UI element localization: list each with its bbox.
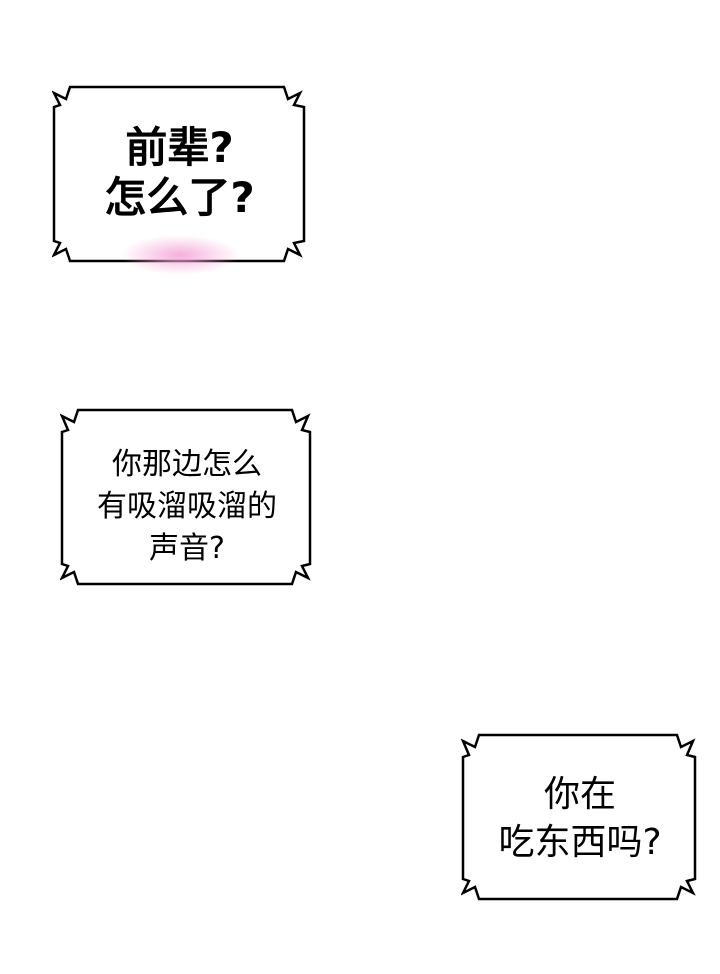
speech-bubble-2: 你那边怎么 有吸溜吸溜的 声音? xyxy=(60,408,314,586)
jagged-bubble-outline-icon xyxy=(461,733,697,901)
bubble-1-text: 前辈? 怎么了? xyxy=(52,123,307,223)
jagged-bubble-outline-icon xyxy=(52,85,306,263)
speech-bubble-1: 前辈? 怎么了? xyxy=(52,85,307,275)
bubble-2-text: 你那边怎么 有吸溜吸溜的 声音? xyxy=(60,444,314,570)
bubble-3-text: 你在 吃东西吗? xyxy=(461,771,699,867)
bubble-2-line-2: 有吸溜吸溜的 xyxy=(97,489,277,524)
bubble-1-line-2: 怎么了? xyxy=(104,173,255,222)
bubble-1-line-1: 前辈? xyxy=(125,123,234,172)
bubble-3-line-2: 吃东西吗? xyxy=(498,822,662,863)
pink-glow xyxy=(120,235,240,275)
bubble-2-line-3: 声音? xyxy=(149,531,225,566)
bubble-3-line-1: 你在 xyxy=(543,774,616,815)
jagged-bubble-outline-icon xyxy=(60,408,312,586)
speech-bubble-3: 你在 吃东西吗? xyxy=(461,733,699,901)
bubble-2-line-1: 你那边怎么 xyxy=(112,447,262,482)
